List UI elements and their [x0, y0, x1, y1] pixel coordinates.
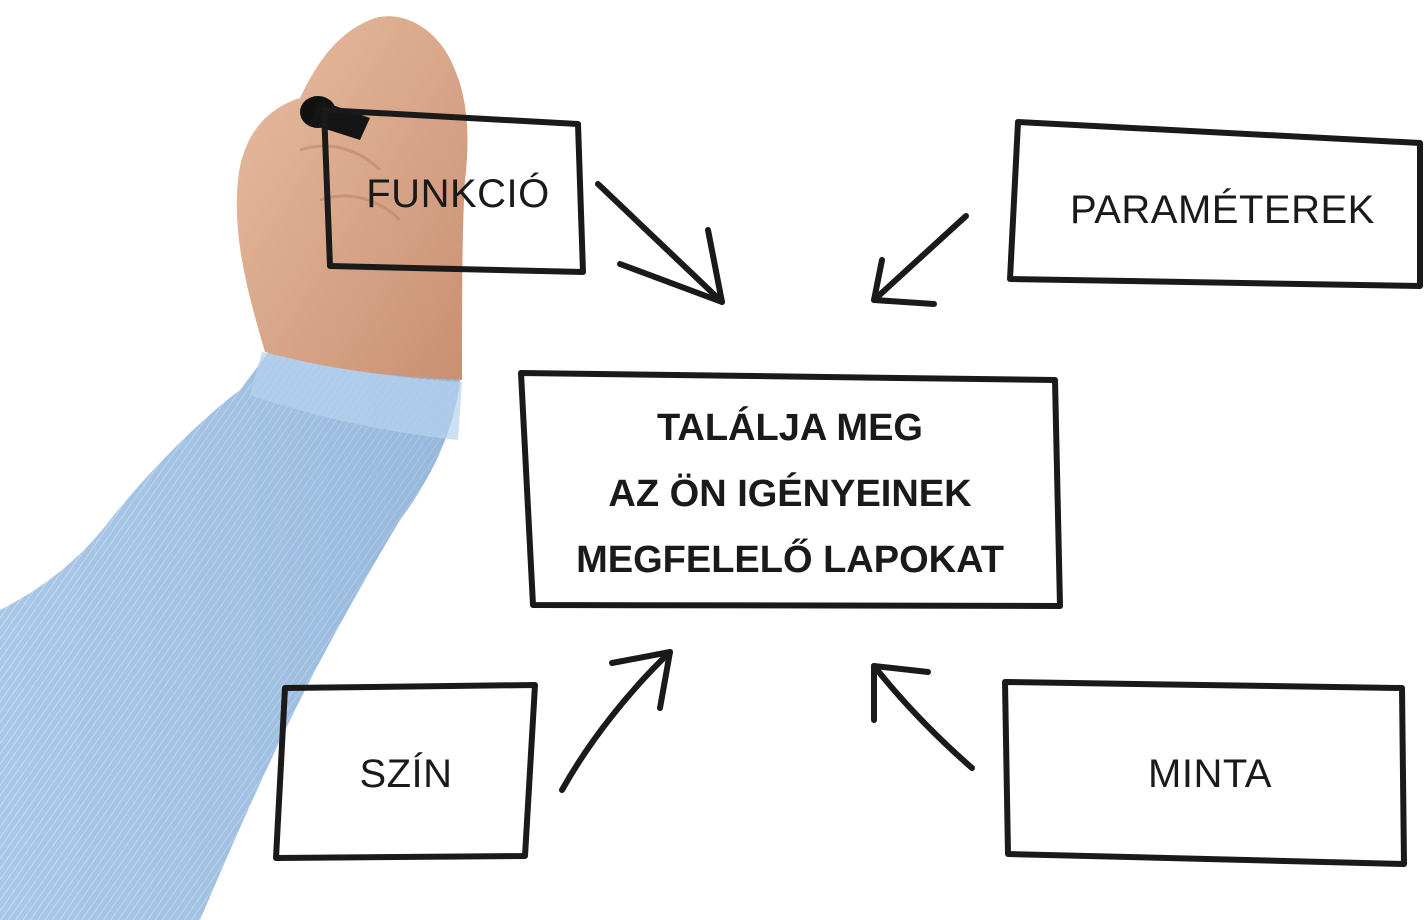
center-line-3: MEGFELELŐ LAPOKAT: [576, 539, 1004, 581]
arrow-funkcio-to-center: [595, 181, 725, 305]
node-label-parameterek: PARAMÉTEREK: [1070, 188, 1375, 232]
center-node-text: TALÁLJA MEG AZ ÖN IGÉNYEINEK MEGFELELŐ L…: [530, 395, 1050, 593]
center-line-2: AZ ÖN IGÉNYEINEK: [608, 473, 972, 515]
node-label-funkcio: FUNKCIÓ: [366, 172, 550, 216]
box-minta: [1002, 679, 1407, 867]
box-szin: [273, 682, 538, 861]
arrow-minta-to-center: [871, 663, 975, 771]
hand: [236, 16, 468, 380]
box-parameterek: [1007, 119, 1423, 289]
arrow-szin-to-center: [559, 649, 673, 793]
arrow-parameterek-to-center: [871, 213, 969, 307]
box-funkcio: [321, 107, 586, 275]
shirt-cuff: [250, 352, 462, 440]
node-label-minta: MINTA: [1148, 752, 1272, 796]
hand-with-marker-illustration: [0, 16, 468, 920]
box-center: [518, 370, 1063, 609]
node-label-szin: SZÍN: [359, 752, 453, 796]
center-line-1: TALÁLJA MEG: [657, 407, 923, 449]
